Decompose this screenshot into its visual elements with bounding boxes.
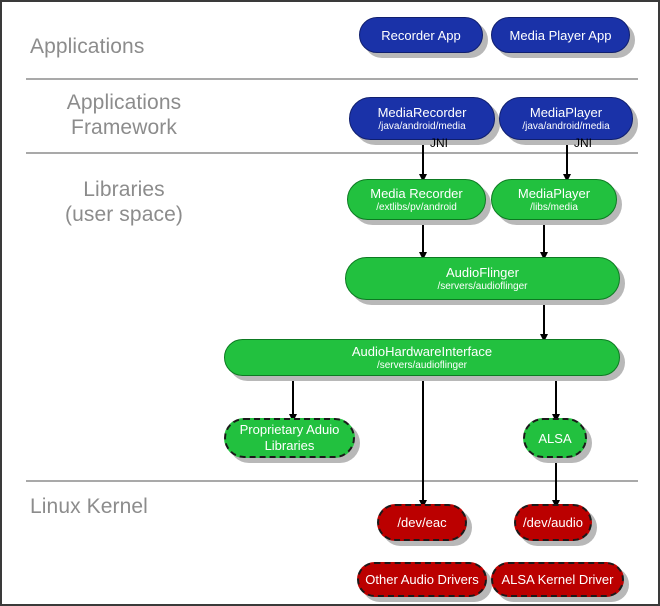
node-audiohardwareinterface[interactable]: AudioHardwareInterface /servers/audiofli… xyxy=(224,339,625,381)
node-alsa-kernel-driver[interactable]: ALSA Kernel Driver xyxy=(491,562,629,602)
node-body xyxy=(357,562,487,597)
arrowhead-mediarecorder-jni xyxy=(419,174,427,182)
node-body xyxy=(349,97,495,140)
edge-label-jni-right: JNI xyxy=(574,136,592,150)
node-dev-audio[interactable]: /dev/audio xyxy=(514,504,597,546)
node-dev-eac[interactable]: /dev/eac xyxy=(377,504,472,546)
node-proprietary-audio-libraries[interactable]: Proprietary Aduio Libraries xyxy=(224,418,360,463)
connector-mediarecorder-jni xyxy=(422,140,424,178)
layer-label-linux-kernel: Linux Kernel xyxy=(30,495,148,518)
node-body xyxy=(514,504,592,541)
node-alsa[interactable]: ALSA xyxy=(523,418,592,463)
node-body xyxy=(359,17,483,53)
node-body xyxy=(491,562,624,597)
node-body xyxy=(224,339,620,376)
arrowhead-mediaplayer-to-audioflinger xyxy=(540,252,548,260)
divider-applications-framework xyxy=(26,152,638,154)
node-media-recorder-library[interactable]: Media Recorder /extlibs/pv/android xyxy=(347,179,491,225)
divider-libraries xyxy=(26,480,638,482)
arrowhead-mediarecorder-to-audioflinger xyxy=(419,252,427,260)
node-audioflinger[interactable]: AudioFlinger /servers/audioflinger xyxy=(345,257,625,305)
node-body xyxy=(491,17,630,53)
node-body xyxy=(499,97,633,140)
connector-alsa-to-dev-audio xyxy=(555,458,557,504)
layer-label-applications: Applications xyxy=(30,35,145,58)
node-media-player-app[interactable]: Media Player App xyxy=(491,17,635,58)
arrowhead-mediaplayer-jni xyxy=(563,174,571,182)
node-other-audio-drivers[interactable]: Other Audio Drivers xyxy=(357,562,492,602)
connector-ahi-to-dev-eac xyxy=(422,376,424,504)
layer-label-applications-framework: Applications Framework xyxy=(66,91,182,139)
node-body xyxy=(523,418,587,458)
connector-ahi-to-alsa xyxy=(555,376,557,418)
node-mediarecorder-framework[interactable]: MediaRecorder /java/android/media xyxy=(349,97,500,145)
connector-mediaplayer-to-audioflinger xyxy=(543,220,545,256)
node-mediaplayer-framework[interactable]: MediaPlayer /java/android/media xyxy=(499,97,638,145)
node-body xyxy=(345,257,620,300)
connector-audioflinger-to-audiohardwareinterface xyxy=(543,300,545,338)
node-body xyxy=(224,418,355,458)
connector-mediaplayer-jni xyxy=(566,140,568,178)
edge-label-jni-left: JNI xyxy=(430,136,448,150)
connector-ahi-to-proprietary-libs xyxy=(292,376,294,418)
node-body xyxy=(491,179,617,220)
node-body xyxy=(347,179,486,220)
connector-mediarecorder-to-audioflinger xyxy=(422,220,424,256)
node-body xyxy=(377,504,467,541)
arrowhead-audioflinger-to-audiohardwareinterface xyxy=(540,334,548,342)
node-recorder-app[interactable]: Recorder App xyxy=(359,17,488,58)
node-media-player-library[interactable]: MediaPlayer /libs/media xyxy=(491,179,622,225)
layer-label-libraries: Libraries (user space) xyxy=(65,178,183,226)
divider-applications xyxy=(26,78,638,80)
